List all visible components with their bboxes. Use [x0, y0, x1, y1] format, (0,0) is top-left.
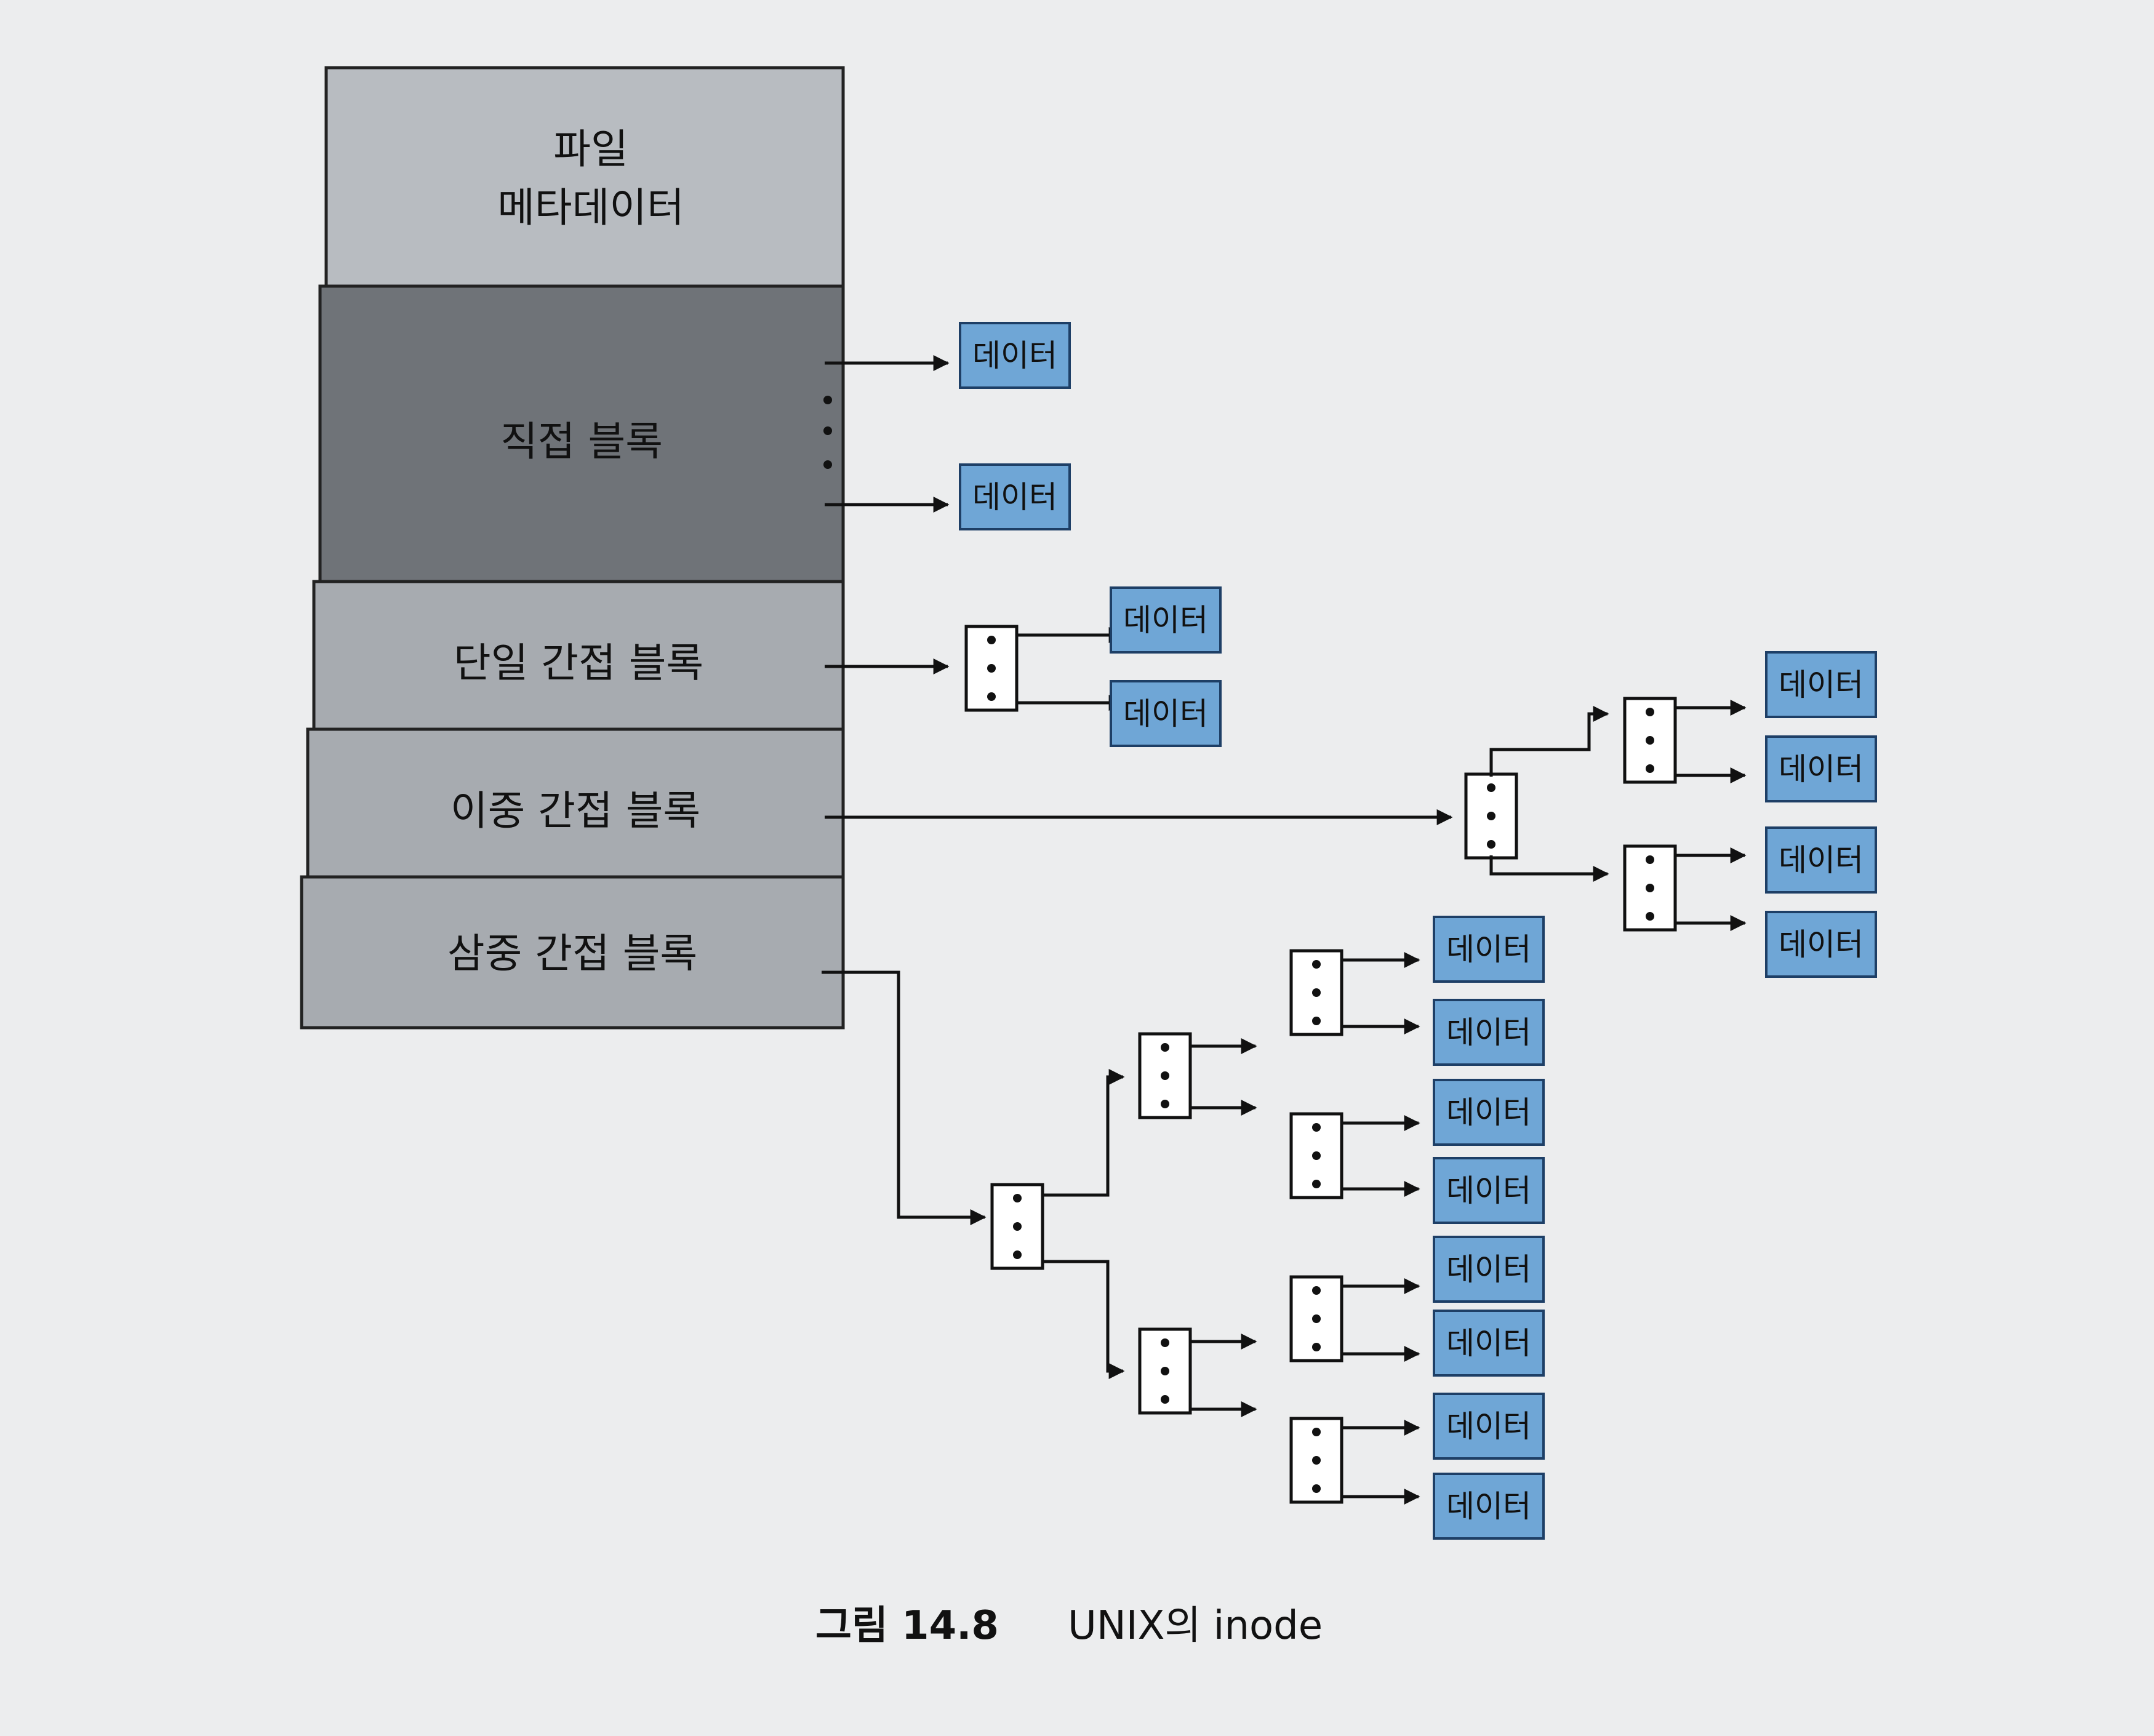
direct-blocks-label: 직접 블록	[500, 418, 663, 465]
svg-text:데이터: 데이터	[1123, 602, 1208, 638]
figure-number: 그림 14.8	[815, 1603, 999, 1649]
svg-text:데이터: 데이터	[1446, 1095, 1531, 1130]
inode-connectors	[822, 355, 1453, 1225]
svg-text:데이터: 데이터	[1779, 927, 1864, 962]
data-block-triple-3: 데이터	[1433, 1079, 1545, 1146]
data-block-triple-4: 데이터	[1433, 1157, 1545, 1224]
double-indirect-section	[306, 727, 845, 879]
triple-indirect-label: 삼중 간접 블록	[447, 930, 697, 977]
single-indirect-label: 단일 간접 블록	[454, 639, 703, 687]
index-arrows	[1017, 627, 1747, 1505]
index-blocks	[964, 625, 1677, 1504]
data-block-single-2: 데이터	[1110, 680, 1222, 747]
data-block-triple-5: 데이터	[1433, 1236, 1545, 1303]
data-block-triple-8: 데이터	[1433, 1473, 1545, 1540]
svg-text:데이터: 데이터	[1446, 1326, 1531, 1361]
data-blocks: 데이터 데이터 데이터 데이터 데이터 데이터 데이터 데이터 데이터 데이터 …	[959, 322, 1877, 1540]
svg-text:데이터: 데이터	[1446, 932, 1531, 967]
data-block-double-1: 데이터	[1765, 651, 1877, 718]
svg-text:데이터: 데이터	[972, 338, 1057, 374]
svg-text:데이터: 데이터	[1779, 751, 1864, 787]
inode-block: 파일 메타데이터 직접 블록 단일 간접 블록 이중 간접 블록 삼중 간접 블…	[300, 66, 845, 1030]
metadata-label-line2: 메타데이터	[497, 184, 684, 231]
double-indirect-label: 이중 간접 블록	[450, 787, 700, 834]
svg-text:데이터: 데이터	[1446, 1173, 1531, 1209]
data-block-direct-2: 데이터	[959, 463, 1071, 530]
triple-indirect-section	[300, 875, 845, 1030]
metadata-section	[324, 66, 845, 288]
data-block-single-1: 데이터	[1110, 586, 1222, 654]
index-dots	[987, 636, 1654, 1493]
svg-text:데이터: 데이터	[1446, 1409, 1531, 1444]
metadata-label-line1: 파일	[553, 126, 628, 173]
direct-blocks-section	[318, 284, 845, 583]
svg-text:데이터: 데이터	[1446, 1489, 1531, 1524]
single-indirect-section	[312, 580, 845, 731]
data-block-double-3: 데이터	[1765, 826, 1877, 894]
data-block-triple-1: 데이터	[1433, 916, 1545, 983]
svg-text:데이터: 데이터	[1779, 842, 1864, 878]
data-block-double-2: 데이터	[1765, 735, 1877, 802]
svg-text:데이터: 데이터	[1446, 1015, 1531, 1050]
svg-text:데이터: 데이터	[972, 479, 1057, 515]
svg-text:데이터: 데이터	[1123, 696, 1208, 732]
svg-text:데이터: 데이터	[1446, 1252, 1531, 1287]
figure-title: UNIX의 inode	[1068, 1603, 1323, 1649]
data-block-double-4: 데이터	[1765, 911, 1877, 978]
data-block-triple-6: 데이터	[1433, 1310, 1545, 1377]
data-block-direct-1: 데이터	[959, 322, 1071, 389]
data-block-triple-2: 데이터	[1433, 999, 1545, 1066]
svg-text:데이터: 데이터	[1779, 667, 1864, 703]
data-block-triple-7: 데이터	[1433, 1393, 1545, 1460]
